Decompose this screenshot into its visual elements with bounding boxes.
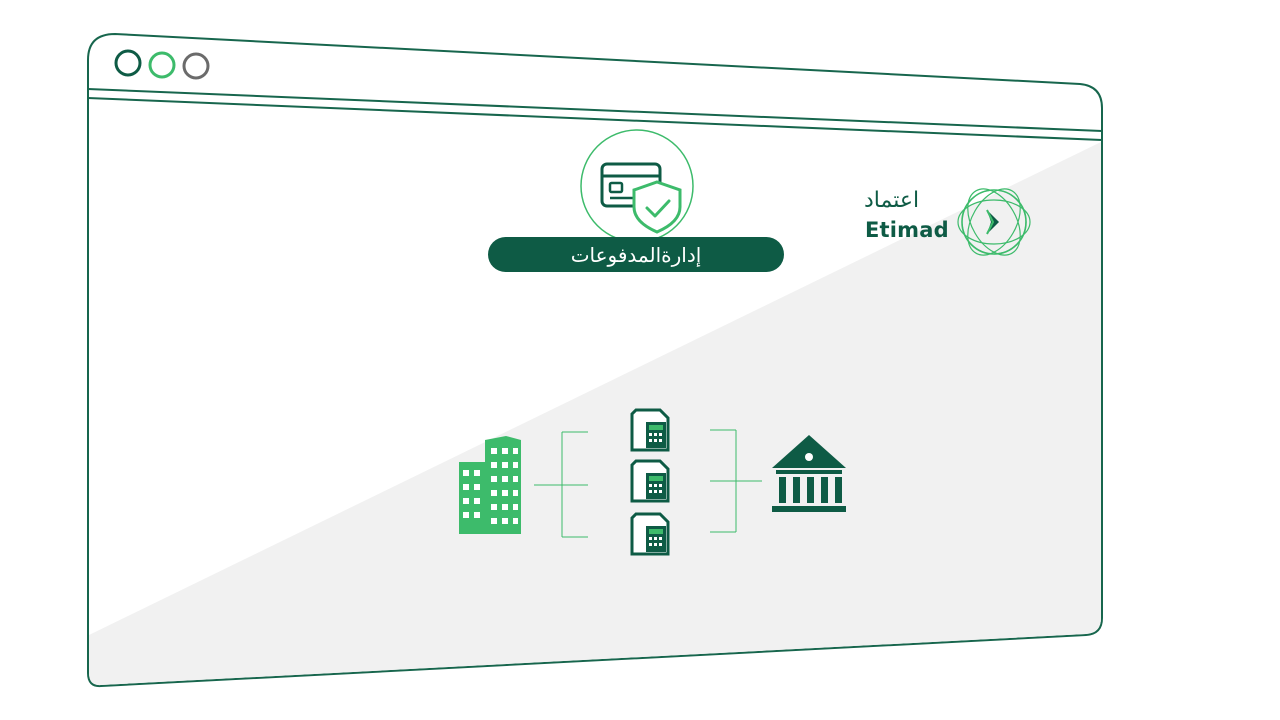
feature-icon-ring (580, 129, 694, 243)
titlebar-divider-2 (87, 97, 1103, 141)
left-connector (534, 431, 588, 538)
building-icon (459, 436, 521, 534)
invoice-calculator-icon (630, 512, 670, 556)
titlebar-divider-1 (87, 88, 1103, 132)
logo-arabic: اعتماد (864, 188, 920, 213)
window-dot-dark[interactable] (114, 49, 142, 77)
invoice-calculator-icon (630, 459, 670, 503)
bank-icon (772, 435, 846, 512)
window-dot-gray[interactable] (182, 52, 210, 80)
right-connector (710, 429, 762, 533)
logo-english: Etimad (865, 218, 949, 242)
card-shield-icon (600, 162, 682, 234)
window-dot-green[interactable] (148, 51, 176, 79)
content-shade (89, 142, 1101, 686)
etimad-emblem-icon (957, 188, 1031, 256)
invoice-calculator-icon (630, 408, 670, 452)
feature-label-pill[interactable] (488, 237, 784, 272)
